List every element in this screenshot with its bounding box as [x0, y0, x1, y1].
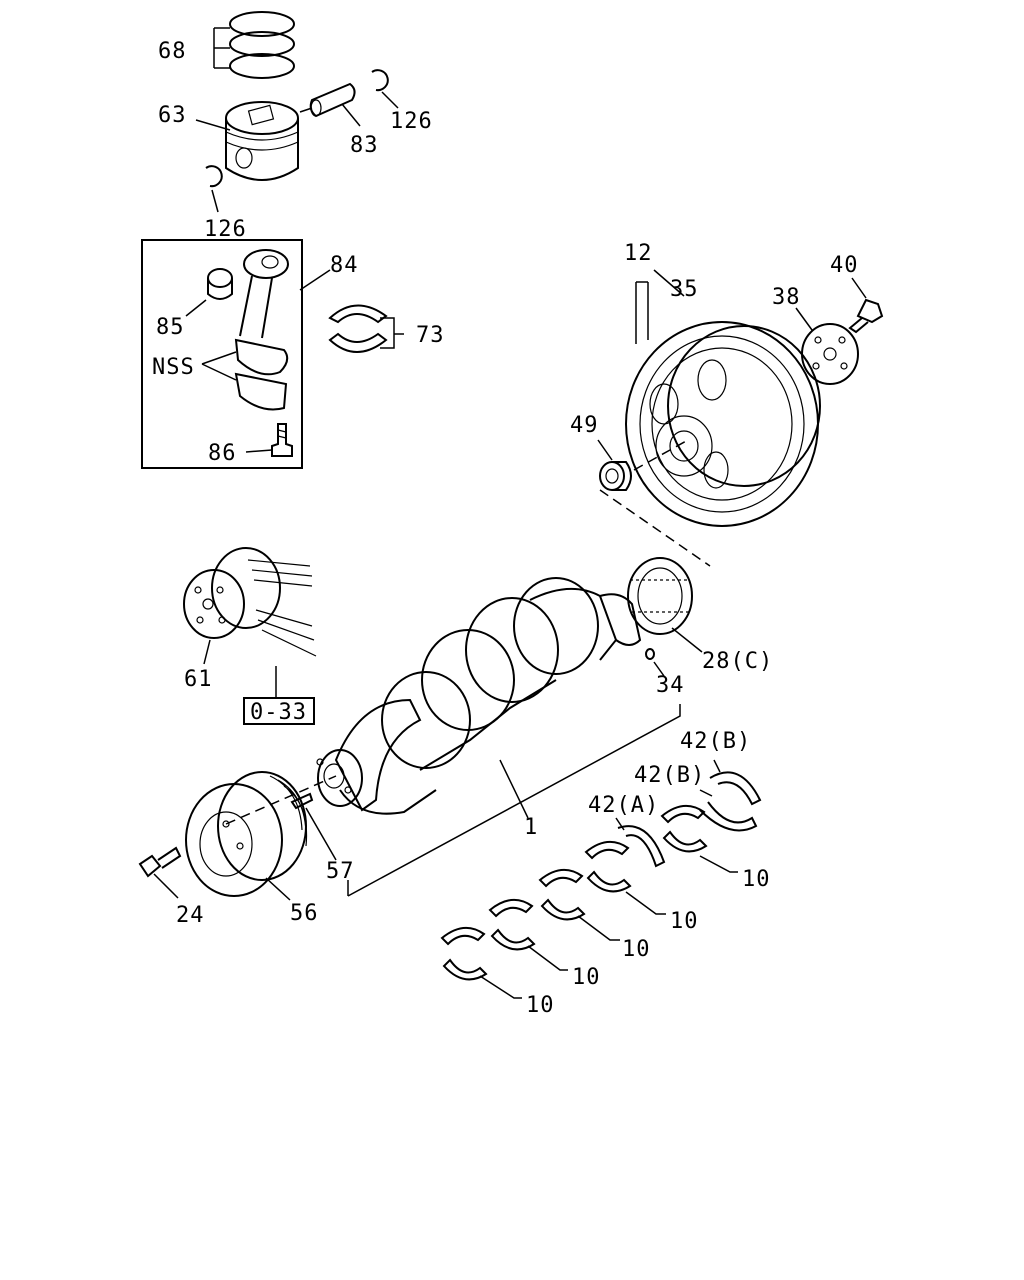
piston-rings	[229, 11, 295, 79]
crank-pulley	[185, 771, 308, 897]
callout-61: 61	[184, 667, 213, 692]
snap-ring-lower	[205, 165, 223, 188]
callout-10-e: 10	[526, 993, 555, 1018]
leader-86	[245, 449, 273, 453]
callout-10-d: 10	[572, 965, 601, 990]
leader-56	[265, 877, 291, 901]
leader-42b2	[699, 789, 713, 797]
leader-28c	[671, 627, 703, 653]
leader-40	[851, 277, 867, 299]
thrust-42b-2	[699, 801, 758, 832]
conrod-bearings	[328, 304, 388, 353]
callout-83: 83	[350, 133, 379, 158]
pilot-bearing	[599, 461, 632, 491]
leader-1-bracket	[347, 704, 681, 897]
callout-42b-2: 42(B)	[634, 763, 705, 788]
thrust-42b-1	[709, 771, 762, 806]
callout-42b-1: 42(B)	[680, 729, 751, 754]
callout-56: 56	[290, 901, 319, 926]
callout-10-a: 10	[742, 867, 771, 892]
callout-126-lower: 126	[204, 217, 247, 242]
callout-49: 49	[570, 413, 599, 438]
leader-12	[635, 281, 649, 344]
callout-40: 40	[830, 253, 859, 278]
bracket-73	[380, 317, 404, 349]
crankshaft	[316, 577, 642, 815]
callout-86: 86	[208, 441, 237, 466]
leader-nss	[201, 351, 237, 381]
callout-12: 12	[624, 241, 653, 266]
leader-85	[185, 299, 207, 317]
leader-42b1	[713, 759, 721, 773]
flywheel-plate	[801, 323, 859, 385]
main-bearings	[440, 805, 708, 981]
leader-42a	[615, 817, 625, 831]
callout-35: 35	[670, 277, 699, 302]
callout-73: 73	[416, 323, 445, 348]
leader-49	[597, 439, 613, 461]
callout-24: 24	[176, 903, 205, 928]
leader-10-c	[577, 915, 620, 941]
leader-10-a	[699, 855, 738, 873]
snap-ring-upper	[371, 69, 389, 92]
connecting-rod	[234, 249, 289, 411]
callout-57: 57	[326, 859, 355, 884]
callout-28c: 28(C)	[702, 649, 773, 674]
callout-1: 1	[524, 815, 538, 840]
gear-key	[645, 648, 655, 660]
pulley-bolt	[138, 846, 182, 878]
leader-10-d	[527, 945, 568, 971]
callout-10-b: 10	[670, 909, 699, 934]
callout-126-upper: 126	[390, 109, 433, 134]
leader-57	[305, 807, 337, 861]
leader-34	[653, 661, 665, 677]
callout-34: 34	[656, 673, 685, 698]
callout-85: 85	[156, 315, 185, 340]
leader-pin-piston	[299, 107, 313, 113]
conrod-bolt	[271, 423, 293, 457]
flywheel-guide	[599, 439, 711, 567]
conrod-box	[141, 239, 303, 469]
leader-35	[653, 269, 685, 297]
leader-84	[299, 269, 331, 291]
leader-10-b	[625, 891, 666, 915]
conrod-bushing	[207, 268, 233, 300]
callout-84: 84	[330, 253, 359, 278]
piston	[225, 101, 299, 181]
flywheel	[625, 321, 821, 527]
leader-61	[203, 639, 211, 665]
callout-38: 38	[772, 285, 801, 310]
callout-nss: NSS	[152, 355, 195, 380]
callout-63: 63	[158, 103, 187, 128]
callout-42a: 42(A)	[588, 793, 659, 818]
pulley-guide	[225, 775, 337, 825]
leader-63	[195, 119, 231, 131]
crank-gear	[627, 557, 693, 635]
thrust-42a	[617, 825, 666, 868]
leader-38	[795, 307, 813, 331]
callout-68: 68	[158, 39, 187, 64]
dowel-pin	[290, 792, 314, 810]
ref-033: 0-33	[250, 700, 307, 725]
leader-24	[153, 873, 179, 899]
leader-126-lower	[211, 189, 219, 213]
accessory-pulley	[183, 547, 317, 657]
leader-83	[341, 103, 361, 127]
flywheel-bolt	[848, 298, 884, 334]
ring-bracket	[213, 27, 230, 69]
leader-10-e	[479, 975, 522, 999]
leader-126-upper	[381, 91, 399, 109]
ref-box-033	[243, 697, 315, 725]
callout-10-c: 10	[622, 937, 651, 962]
